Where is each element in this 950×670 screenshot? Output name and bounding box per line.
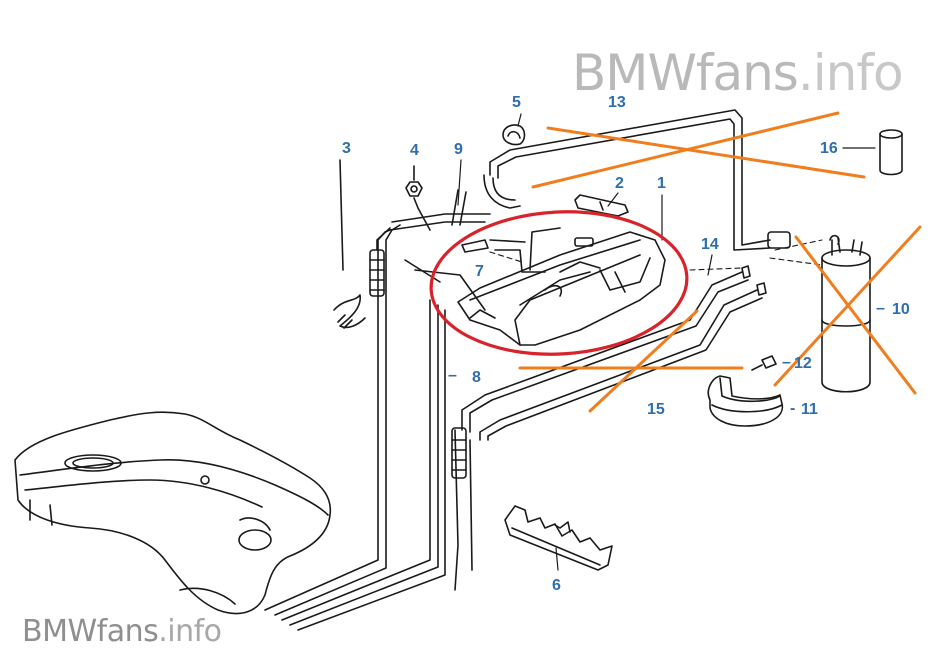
strike-marks (518, 111, 922, 413)
guide-dashed-lines (489, 239, 823, 271)
watermark-suffix: .info (797, 44, 904, 102)
leader-lines (457, 113, 876, 571)
fuel-line-13 (483, 109, 791, 251)
watermark-suffix: .info (158, 614, 222, 649)
bracket-11 (707, 375, 784, 427)
part-label-8: 8 (472, 369, 481, 386)
part-label-14: 14 (701, 236, 719, 253)
fuel-filter-10 (821, 234, 871, 393)
leader-dash-11: - (790, 400, 796, 417)
cap-16 (879, 129, 903, 176)
fuel-line-15 (451, 265, 767, 591)
part-label-7: 7 (475, 263, 484, 280)
watermark-bottom: BMWfans.info (22, 614, 222, 649)
leader-dash-12: – (782, 354, 791, 371)
hose-3 (333, 159, 391, 329)
part-label-6: 6 (552, 577, 561, 594)
leader-dash-8: – (448, 367, 457, 384)
part-label-12: 12 (794, 355, 812, 372)
watermark-brand: BMWfans (22, 614, 159, 649)
part-label-2: 2 (615, 175, 624, 192)
leader-dash-10: – (876, 300, 885, 317)
part-label-13: 13 (608, 94, 626, 111)
highlight-circle (429, 210, 689, 356)
part-label-5: 5 (512, 94, 521, 111)
part-label-11: 11 (801, 401, 818, 418)
part-label-10: 10 (892, 301, 910, 318)
clip-rail-6 (504, 505, 613, 571)
grommet-5 (502, 124, 526, 146)
part-label-15: 15 (647, 401, 665, 418)
nut-4 (405, 165, 431, 231)
fuel-tank (14, 411, 332, 615)
part-label-3: 3 (342, 140, 351, 157)
part-label-1: 1 (657, 175, 666, 192)
part-label-16: 16 (820, 140, 838, 157)
watermark-brand: BMWfans (572, 44, 799, 102)
part-2 (574, 194, 629, 217)
screw-12 (751, 355, 777, 371)
part-label-4: 4 (410, 142, 419, 159)
part-label-9: 9 (454, 141, 463, 158)
watermark-top: BMWfans.info (572, 44, 904, 102)
charcoal-canister-assembly-1 (404, 227, 666, 346)
